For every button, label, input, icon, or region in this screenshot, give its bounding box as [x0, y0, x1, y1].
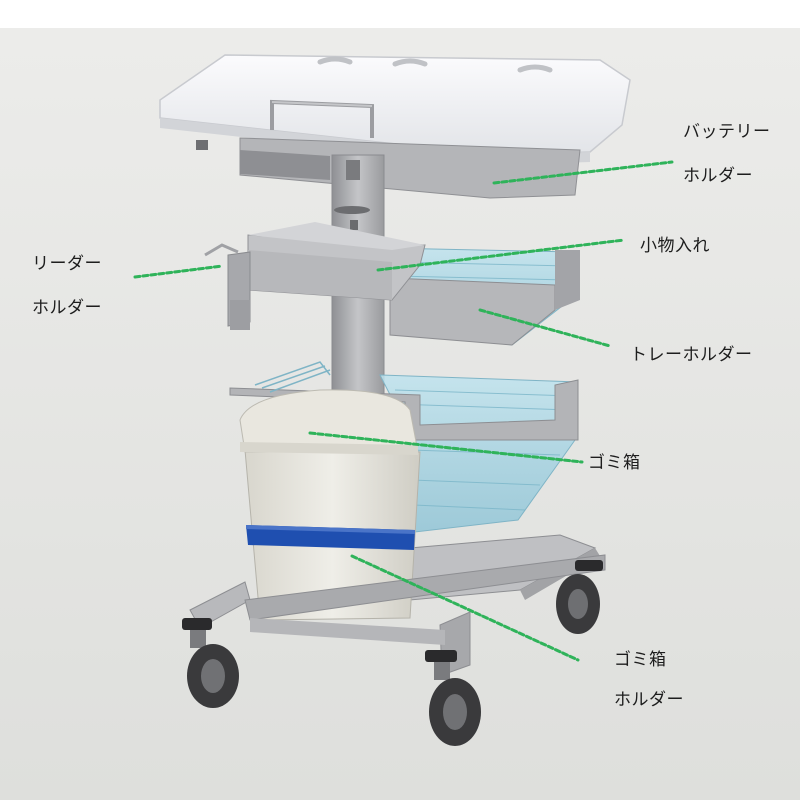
- leader-line-trash-bin-holder: [350, 554, 580, 662]
- label-battery-holder-line2: ホルダー: [683, 166, 753, 186]
- leader-line-trash-bin: [308, 431, 584, 464]
- trash-bin: [239, 389, 421, 621]
- leader-line-battery-holder: [492, 160, 674, 185]
- lower-shelf: [229, 361, 600, 621]
- label-reader-holder-line2: ホルダー: [32, 298, 102, 318]
- label-reader-holder-line1: リーダー: [32, 254, 102, 274]
- label-battery-holder-line1: バッテリー: [683, 122, 771, 142]
- leader-line-small-items: [376, 238, 626, 272]
- leader-line-reader-holder: [133, 264, 224, 279]
- label-trash-bin: ゴミ箱: [588, 453, 641, 473]
- casters: [182, 560, 603, 746]
- middle-shelf: [204, 222, 580, 346]
- leader-line-tray-holder: [478, 308, 612, 348]
- label-small-items: 小物入れ: [640, 236, 710, 256]
- label-tray-holder: トレーホルダー: [630, 345, 753, 365]
- label-trash-bin-holder-line2: ホルダー: [614, 690, 684, 710]
- label-trash-bin-holder-line1: ゴミ箱: [614, 650, 667, 670]
